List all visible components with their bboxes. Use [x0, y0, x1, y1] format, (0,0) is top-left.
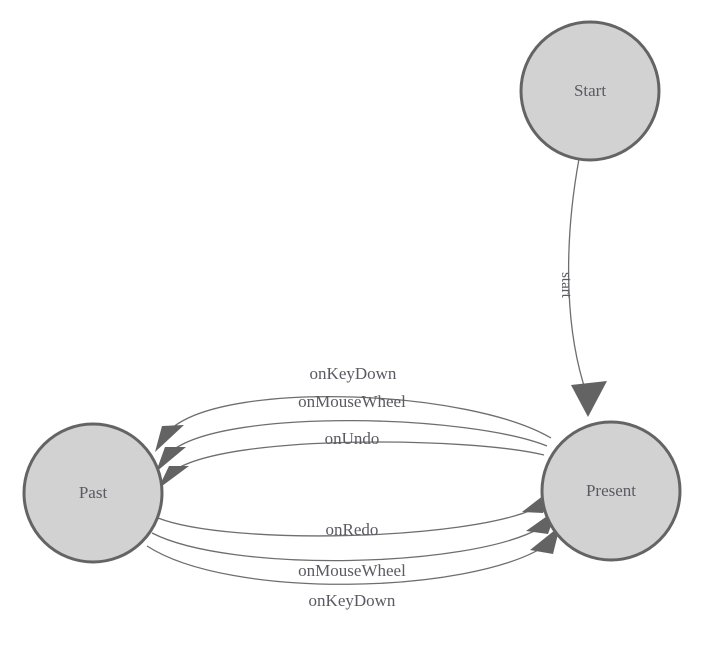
edge-redo-wheel-path — [151, 527, 541, 562]
edge-undo-wheel-path — [172, 419, 548, 451]
edge-undo-wheel-arrowhead — [156, 447, 186, 472]
edge-undo-path — [174, 441, 545, 471]
edge-redo-key-path — [146, 545, 546, 585]
edge-past-to-present-onredo[interactable]: onRedo — [157, 488, 553, 539]
node-start-circle — [519, 20, 661, 162]
node-past-label: Past — [79, 483, 108, 502]
edge-undo-key-arrowhead — [155, 425, 184, 452]
edge-present-to-past-onmousewheel[interactable]: onMouseWheel — [156, 392, 548, 472]
edge-redo-key-arrowhead — [530, 526, 560, 554]
edge-redo-wheel-label: onMouseWheel — [298, 561, 406, 580]
edge-redo-key-label: onKeyDown — [309, 591, 396, 610]
edge-start-path — [567, 158, 587, 393]
edge-undo-arrowhead — [158, 466, 189, 489]
edge-present-to-past-onundo[interactable]: onUndo — [158, 429, 545, 489]
edge-undo-label: onUndo — [325, 429, 380, 448]
node-present-label: Present — [586, 481, 636, 500]
edge-redo-path — [157, 507, 537, 537]
edge-past-to-present-onkeydown[interactable]: onKeyDown — [146, 526, 560, 610]
edge-redo-label: onRedo — [326, 520, 379, 539]
node-start-label: Start — [574, 81, 606, 100]
node-present-circle — [540, 420, 682, 562]
edge-start-label: start — [558, 272, 574, 299]
node-past[interactable]: Past — [22, 422, 164, 564]
node-present[interactable]: Present — [540, 420, 682, 562]
edge-present-to-past-onkeydown[interactable]: onKeyDown — [155, 364, 552, 452]
edge-start-to-present[interactable]: start — [558, 158, 607, 417]
edge-start-arrowhead — [571, 381, 607, 417]
node-start[interactable]: Start — [519, 20, 661, 162]
edge-undo-wheel-label: onMouseWheel — [298, 392, 406, 411]
node-past-circle — [22, 422, 164, 564]
edge-undo-key-path — [171, 396, 552, 439]
edge-undo-key-label: onKeyDown — [310, 364, 397, 383]
